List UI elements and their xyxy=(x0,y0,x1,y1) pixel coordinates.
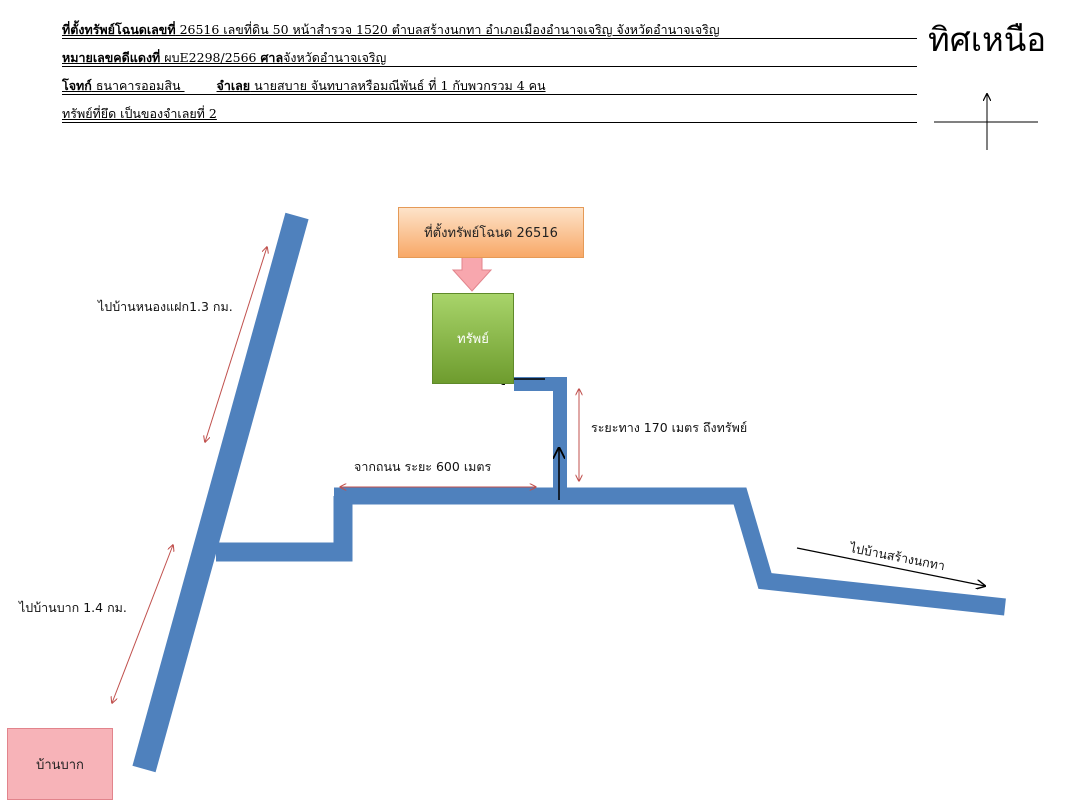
header-line-case: หมายเลขคดีแดงที่ ผบE2298/2566 ศาลจังหวัด… xyxy=(62,50,917,67)
dim-arrow-nong-faek xyxy=(205,247,267,442)
label-to-nong-faek: ไปบ้านหนองแฝก1.3 กม. xyxy=(98,299,233,314)
route-arrow-sang-nok-tha xyxy=(796,547,985,586)
header-case-label: หมายเลขคดีแดงที่ xyxy=(62,50,161,65)
callout-label: ที่ตั้งทรัพย์โฉนด 26516 xyxy=(424,226,558,241)
header-plaintiff-label: โจทก์ xyxy=(62,78,92,93)
label-to-ban-bak: ไปบ้านบาก 1.4 กม. xyxy=(19,600,127,615)
header-court-label: ศาล xyxy=(260,50,284,65)
road-spur xyxy=(514,377,567,497)
header-defendant-label: จำเลย xyxy=(216,78,251,93)
header-line-deed: ที่ตั้งทรัพย์โฉนดเลขที่ 26516 เลขที่ดิน … xyxy=(62,22,917,39)
header-seized-value: ทรัพย์ที่ยึด เป็นของจำเลยที่ 2 xyxy=(62,106,217,121)
label-from-road-600m: จากถนน ระยะ 600 เมตร xyxy=(354,459,492,474)
village-label: บ้านบาก xyxy=(36,757,84,773)
label-distance-170m: ระยะทาง 170 เมตร ถึงทรัพย์ xyxy=(591,420,748,435)
property-location-callout: ที่ตั้งทรัพย์โฉนด 26516 xyxy=(398,207,584,258)
header-court-value: จังหวัดอำนาจเจริญ xyxy=(283,50,387,65)
road-village xyxy=(334,487,1006,616)
header-line-seized: ทรัพย์ที่ยึด เป็นของจำเลยที่ 2 xyxy=(62,106,917,123)
header-line-parties: โจทก์ ธนาคารออมสิน จำเลย นายสบาย จันทบาล… xyxy=(62,78,917,95)
parcel-label: ทรัพย์ xyxy=(457,332,489,347)
dim-arrow-ban-bak xyxy=(112,545,173,703)
header-defendant-value: นายสบาย จันทบาลหรือมณีพันธ์ ที่ 1 กับพวก… xyxy=(250,78,546,93)
north-arrow-icon xyxy=(934,94,1038,150)
property-parcel: ทรัพย์ xyxy=(432,293,514,384)
road-connector xyxy=(216,496,353,562)
header-plaintiff-value: ธนาคารออมสิน xyxy=(91,78,185,93)
header-deed-label: ที่ตั้งทรัพย์โฉนดเลขที่ xyxy=(62,22,176,37)
header-deed-value: 26516 เลขที่ดิน 50 หน้าสำรวจ 1520 ตำบลสร… xyxy=(175,22,720,37)
header-case-value: ผบE2298/2566 xyxy=(160,50,261,65)
village-ban-bak-box: บ้านบาก xyxy=(7,728,113,800)
north-label: ทิศเหนือ xyxy=(928,20,1047,59)
